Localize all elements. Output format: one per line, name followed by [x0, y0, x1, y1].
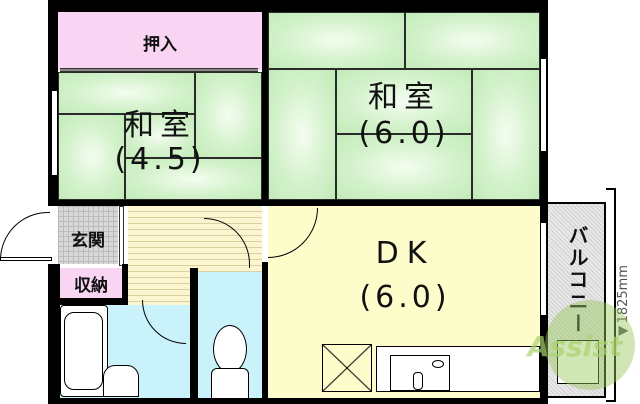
washitsu-6-0-label: 和室 — [368, 80, 440, 115]
tatami-mat — [336, 69, 472, 134]
wall — [190, 268, 198, 402]
toilet-tank-icon — [211, 368, 249, 401]
entrance-door — [0, 257, 52, 261]
wall — [48, 298, 128, 305]
wall — [48, 0, 548, 12]
balcony-outer-rail — [606, 188, 616, 402]
faucet-spout — [413, 372, 423, 390]
tatami-mat — [405, 12, 540, 69]
window-right-dk — [540, 222, 547, 316]
tatami-mat — [58, 72, 195, 114]
wall — [122, 264, 128, 304]
wall — [48, 398, 548, 404]
closet-label: 押入 — [143, 35, 177, 55]
wall — [262, 12, 268, 206]
washitsu-4-5-label: 和室 — [124, 108, 196, 143]
closet-sliding-door — [60, 68, 258, 72]
ac-outdoor-unit — [557, 340, 599, 384]
tatami-mat — [195, 72, 262, 158]
dk-label: DK — [375, 236, 435, 271]
wall — [48, 264, 60, 404]
washitsu-4-5-size: (4.5) — [114, 142, 206, 177]
bathtub-inner — [64, 312, 103, 390]
tatami-mat — [268, 12, 405, 69]
faucet-icon — [432, 360, 444, 368]
room-closet — [58, 12, 262, 70]
washitsu-6-0-size: (6.0) — [358, 116, 450, 151]
watermark-logo — [545, 300, 635, 390]
tatami-mat — [268, 69, 336, 200]
tatami-mat — [125, 114, 195, 158]
tatami-mat — [336, 134, 472, 200]
genkan-step — [119, 206, 124, 266]
storage-label: 収納 — [74, 276, 108, 296]
entrance-door-arc — [0, 212, 50, 260]
fridge-space — [322, 344, 372, 392]
balcony-label: バルコニー — [565, 225, 589, 335]
tatami-mat — [58, 114, 125, 200]
watermark-text: Assist — [527, 330, 623, 363]
dk-size: (6.0) — [359, 280, 451, 315]
room-genkan — [58, 206, 118, 264]
wall — [48, 200, 548, 206]
window-left — [51, 90, 58, 176]
wall — [262, 262, 268, 402]
toilet-bowl-icon — [213, 325, 247, 373]
tatami-mat — [472, 69, 540, 200]
washbasin-icon — [103, 365, 139, 397]
tatami-mat — [125, 158, 262, 200]
room-storage — [60, 268, 122, 298]
genkan-label: 玄関 — [71, 231, 105, 251]
window-right-washitsu — [540, 58, 547, 152]
